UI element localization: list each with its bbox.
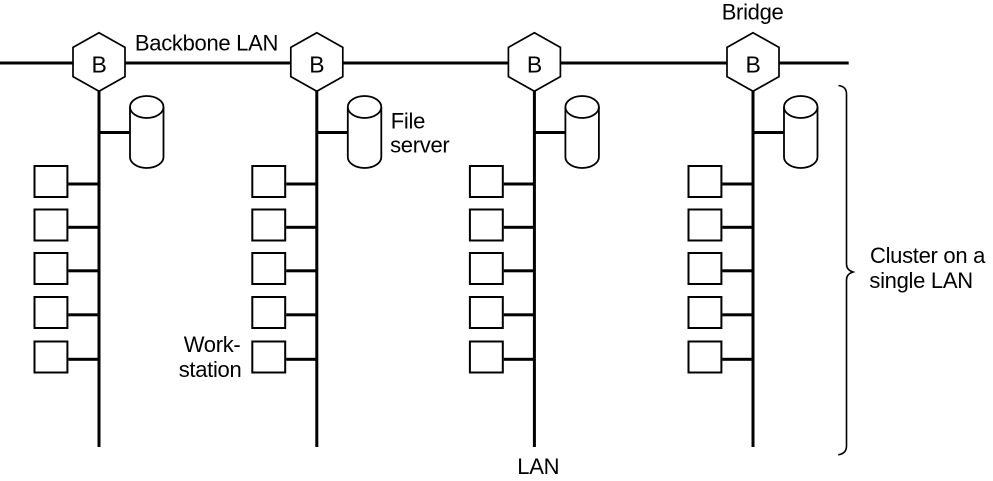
svg-text:File: File	[391, 108, 425, 133]
svg-text:Backbone LAN: Backbone LAN	[135, 31, 278, 56]
svg-text:server: server	[390, 133, 449, 158]
svg-text:Bridge: Bridge	[722, 0, 784, 25]
svg-text:station: station	[179, 357, 242, 382]
svg-text:single LAN: single LAN	[869, 268, 972, 293]
svg-text:Work-: Work-	[184, 332, 241, 357]
svg-text:LAN: LAN	[517, 454, 559, 479]
svg-text:Cluster on a: Cluster on a	[870, 243, 986, 268]
